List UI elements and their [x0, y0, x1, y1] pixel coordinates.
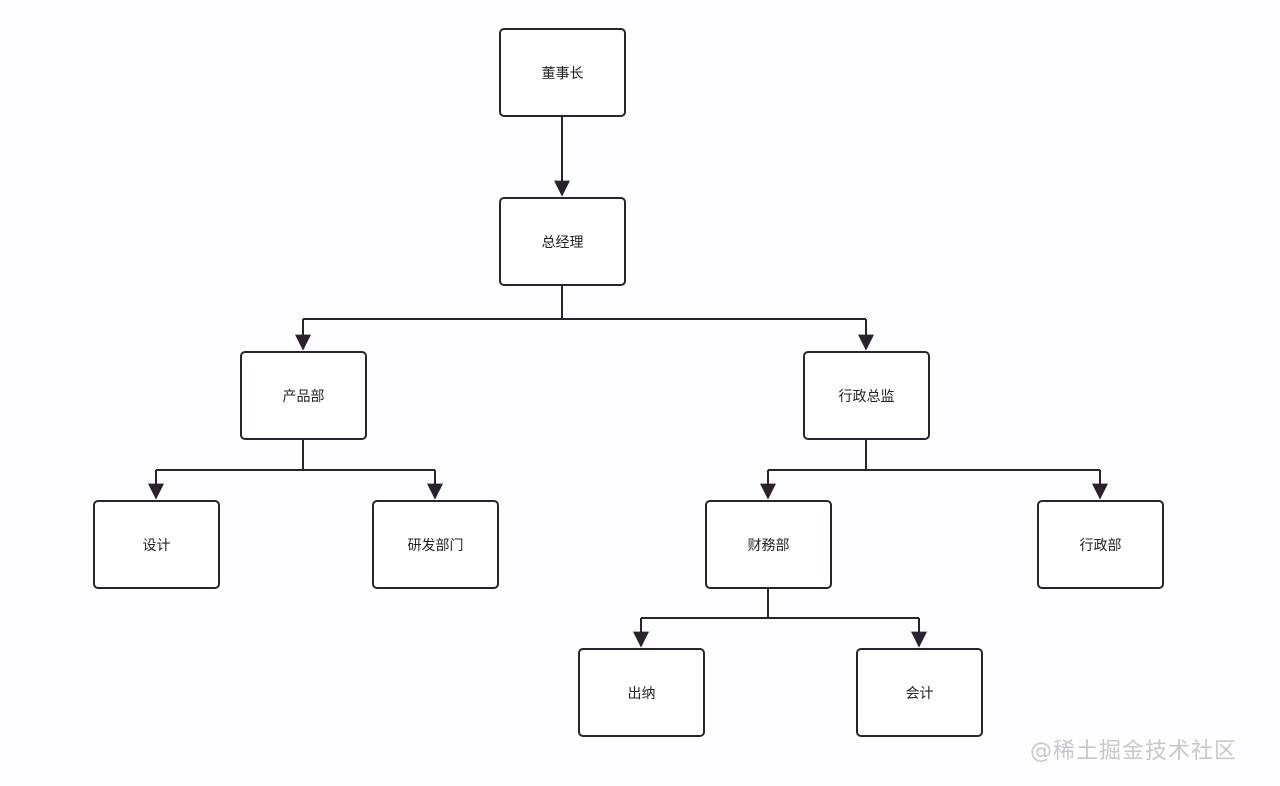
node-product-dept: 产品部 [240, 351, 367, 440]
node-label: 出纳 [627, 685, 656, 702]
node-accounting: 会计 [856, 648, 983, 737]
node-label: 会计 [905, 685, 934, 702]
node-design: 设计 [93, 500, 220, 589]
node-admin-dept: 行政部 [1037, 500, 1164, 589]
node-label: 行政总监 [838, 388, 895, 405]
watermark: @稀土掘金技术社区 [1030, 739, 1238, 764]
node-label: 设计 [142, 537, 171, 554]
node-label: 研发部门 [407, 537, 464, 554]
node-admin-director: 行政总监 [803, 351, 930, 440]
node-chairman: 董事长 [499, 28, 626, 117]
node-finance-dept: 财務部 [705, 500, 832, 589]
node-rnd-dept: 研发部门 [372, 500, 499, 589]
node-cashier: 出纳 [578, 648, 705, 737]
node-general-manager: 总经理 [499, 197, 626, 286]
node-label: 行政部 [1079, 537, 1122, 554]
node-label: 产品部 [282, 388, 325, 405]
node-label: 财務部 [747, 537, 790, 554]
node-label: 总经理 [541, 234, 584, 251]
node-label: 董事长 [541, 65, 584, 82]
